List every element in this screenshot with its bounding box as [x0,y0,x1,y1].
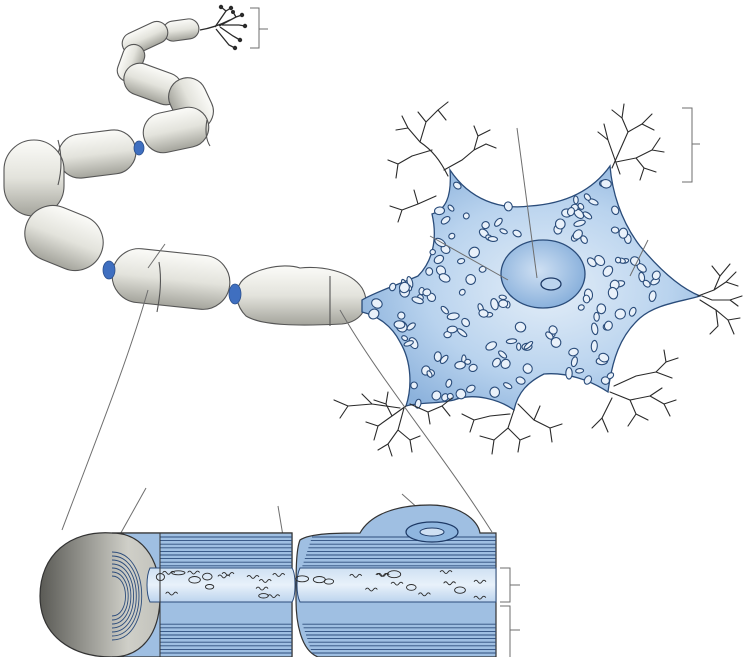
axon-bracket [500,568,520,602]
nissl-body [447,326,458,334]
sheath-bracket [500,606,520,657]
synaptic-knobs [219,5,247,50]
nissl-body [397,311,406,320]
nucleolus [541,278,561,290]
nissl-body [394,320,405,329]
nissl-body [555,219,565,229]
nissl-body [591,340,598,352]
nissl-body [566,368,572,380]
nissl-body [426,268,433,276]
myelin-cross-section [40,505,496,657]
nissl-body [434,206,445,215]
nissl-body [611,227,619,234]
nissl-body [575,368,583,373]
nissl-body [619,228,628,238]
axon-terminal-bracket [250,8,268,48]
axon-terminals [200,7,245,48]
nissl-body [597,304,606,315]
nissl-body [517,343,521,350]
myelin-sheath-segments [4,18,366,325]
nissl-body [594,312,600,321]
axoplasm [147,568,496,602]
nucleus [501,240,585,308]
nissl-body [506,338,517,344]
nissl-body [499,300,508,308]
nissl-body [488,236,498,242]
nissl-body [411,382,418,389]
dendrite-bracket [682,108,700,182]
nissl-body [434,352,441,362]
nissl-body [573,196,578,204]
